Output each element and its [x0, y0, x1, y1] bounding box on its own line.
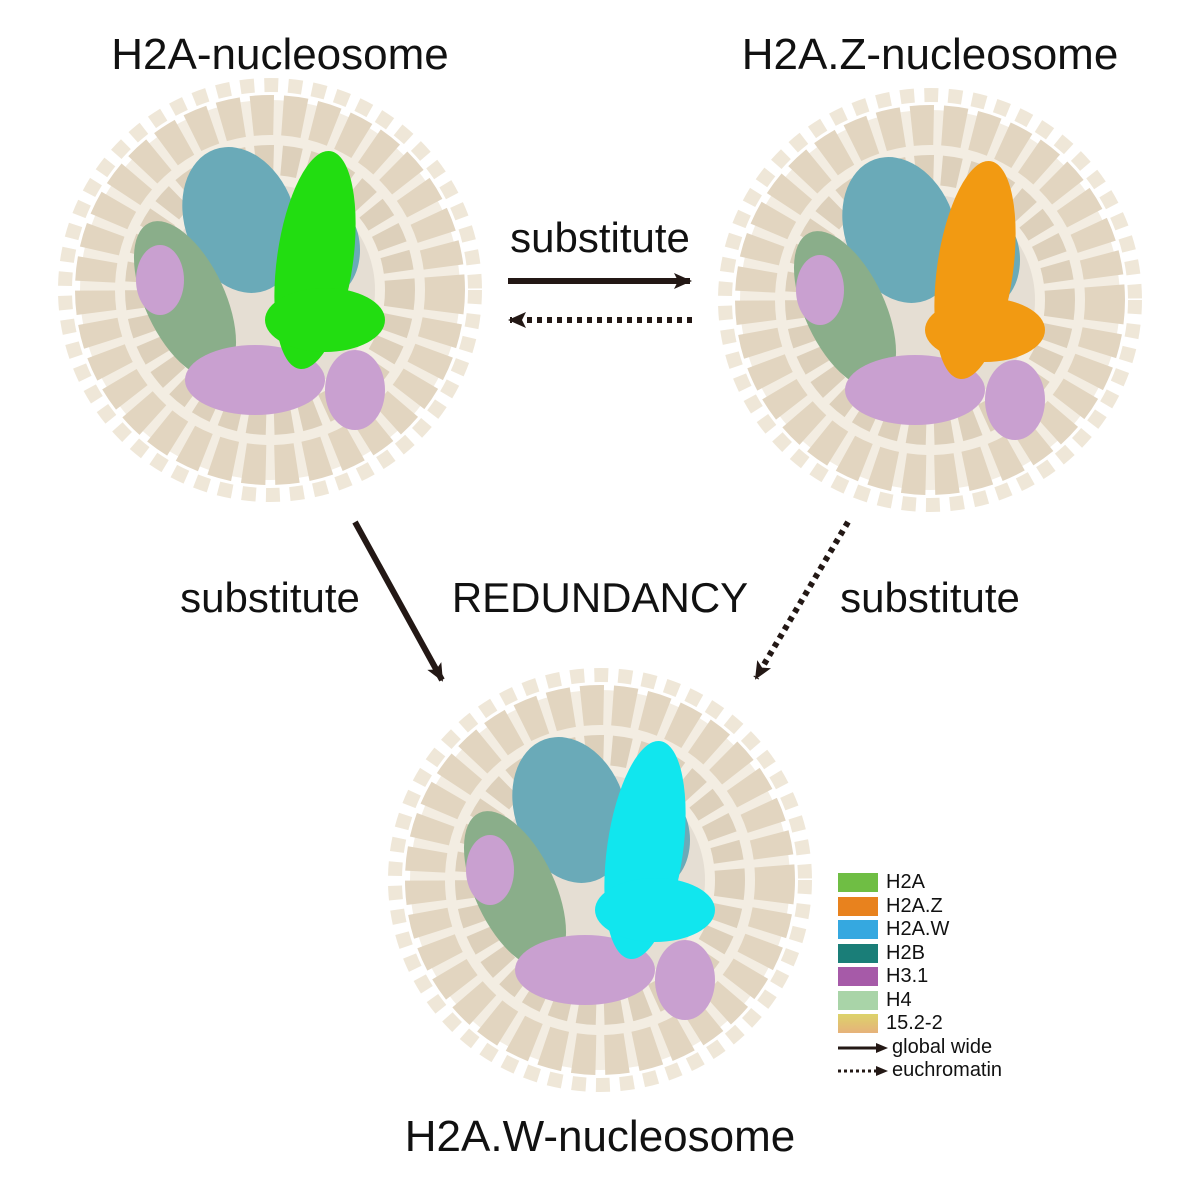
legend-label: 15.2-2 — [886, 1012, 943, 1035]
solid-arrow-h2a-to-h2aw — [352, 520, 445, 682]
legend-swatch — [838, 1014, 878, 1034]
h2az-nucleosome-structure — [725, 95, 1135, 505]
h2az-nucleosome-title: H2A.Z-nucleosome — [741, 30, 1119, 79]
legend-label: global wide — [892, 1035, 993, 1058]
h2aw-nucleosome-title: H2A.W-nucleosome — [404, 1112, 796, 1161]
top-substitute-label: substitute — [510, 214, 690, 261]
legend-item: euchromatin — [838, 1059, 1002, 1083]
legend-item: H2B — [838, 942, 1002, 966]
legend-label: euchromatin — [892, 1059, 1003, 1082]
legend-swatch — [838, 990, 878, 1010]
legend-swatch — [838, 920, 878, 940]
h2a-nucleosome-title: H2A-nucleosome — [111, 30, 449, 79]
right-substitute-label: substitute — [840, 574, 1020, 621]
legend-label: H2A.Z — [886, 894, 943, 917]
legend-label: H2A.W — [886, 918, 950, 941]
legend-swatch — [838, 873, 878, 893]
legend-swatch — [838, 943, 878, 963]
legend-item: H2A — [838, 871, 1002, 895]
legend-swatch — [838, 896, 878, 916]
left-substitute-label: substitute — [180, 574, 360, 621]
redundancy-label: REDUNDANCY — [451, 574, 749, 621]
legend-label: H3.1 — [886, 965, 929, 988]
dotted-arrow-h2az-to-h2aw — [753, 520, 851, 680]
legend: H2A H2A.Z H2A.W H2B H3.1 H4 15.2-2 globa… — [838, 871, 1002, 1083]
h2aw-nucleosome-structure — [395, 675, 805, 1085]
h2a-nucleosome-structure — [65, 85, 475, 495]
legend-label: H2B — [886, 941, 925, 964]
legend-item: global wide — [838, 1036, 1002, 1060]
legend-swatch — [838, 967, 878, 987]
legend-item: H3.1 — [838, 965, 1002, 989]
legend-item: H2A.W — [838, 918, 1002, 942]
solid-arrow-icon — [838, 1042, 888, 1053]
dotted-arrow-icon — [838, 1066, 888, 1077]
legend-label: H2A — [886, 871, 925, 894]
legend-item: 15.2-2 — [838, 1012, 1002, 1036]
legend-item: H4 — [838, 989, 1002, 1013]
legend-label: H4 — [886, 988, 912, 1011]
legend-item: H2A.Z — [838, 895, 1002, 919]
